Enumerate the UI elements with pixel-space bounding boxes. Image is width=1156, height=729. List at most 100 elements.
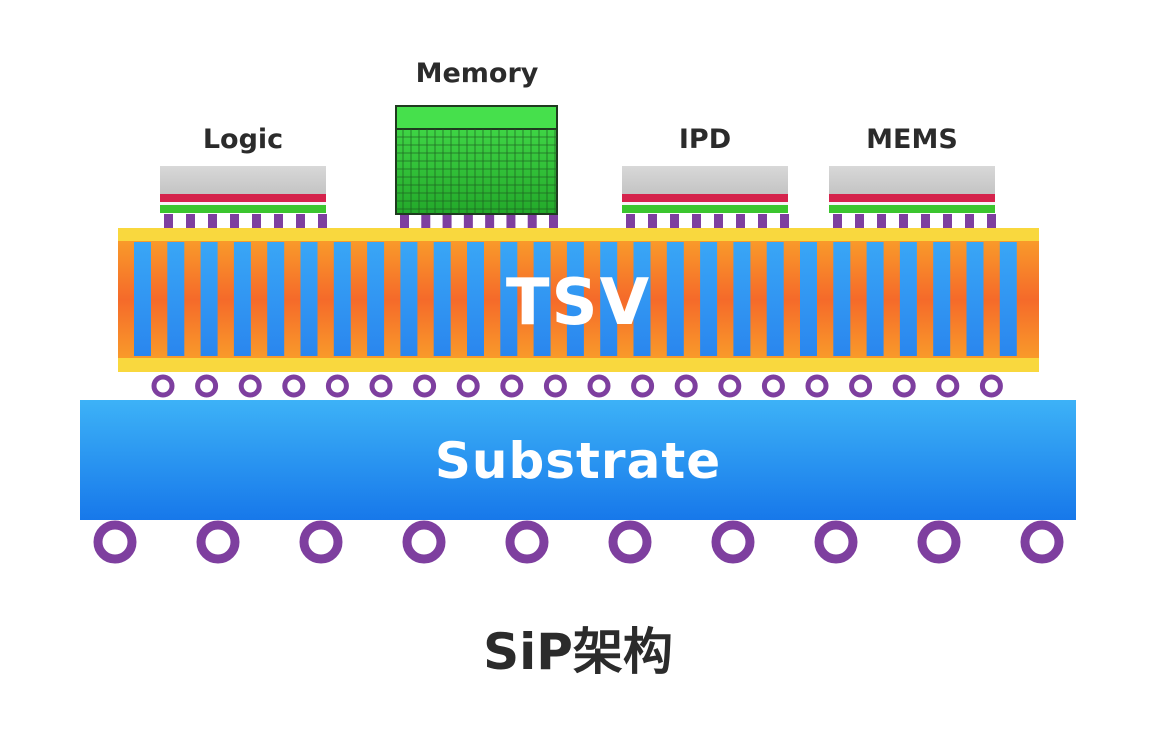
interposer-bumps	[151, 374, 1003, 398]
micro-bump	[463, 214, 473, 228]
interposer-bump	[631, 374, 655, 398]
interposer-bump	[587, 374, 611, 398]
interposer-bump	[892, 374, 916, 398]
interposer-bump	[151, 374, 175, 398]
tsv-via	[566, 242, 584, 356]
micro-bump	[943, 214, 952, 228]
tsv-vias	[134, 242, 1017, 356]
mems-chip	[829, 166, 995, 213]
tsv-interposer	[118, 228, 1039, 372]
micro-bump	[833, 214, 842, 228]
tsv-via	[600, 242, 618, 356]
micro-bump	[714, 214, 723, 228]
micro-bump	[670, 214, 679, 228]
substrate-label: Substrate	[434, 432, 722, 490]
micro-bump	[626, 214, 635, 228]
micro-bump	[186, 214, 195, 228]
interposer-bump	[849, 374, 873, 398]
micro-bump	[736, 214, 745, 228]
micro-bump	[400, 214, 409, 228]
substrate-block	[80, 400, 1076, 520]
bga-ball	[608, 520, 652, 564]
micro-bump	[987, 214, 996, 228]
tsv-via	[134, 242, 151, 356]
interposer-bump	[500, 374, 524, 398]
interposer-bump	[718, 374, 742, 398]
micro-bumps	[164, 214, 996, 228]
micro-bump	[549, 214, 558, 228]
micro-bump	[442, 214, 452, 228]
tsv-via	[167, 242, 185, 356]
bga-ball	[505, 520, 549, 564]
mems-label: MEMS	[866, 124, 958, 155]
bga-ball	[196, 520, 240, 564]
interposer-bump	[674, 374, 698, 398]
tsv-via	[367, 242, 385, 356]
tsv-via	[999, 242, 1017, 356]
bga-ball	[402, 520, 446, 564]
bga-ball	[93, 520, 137, 564]
interposer-bump	[805, 374, 829, 398]
tsv-via	[766, 242, 784, 356]
micro-bump	[692, 214, 701, 228]
tsv-via	[333, 242, 351, 356]
micro-bump	[421, 214, 431, 228]
bga-ball	[1020, 520, 1064, 564]
bga-ball	[711, 520, 755, 564]
interposer-bump	[761, 374, 785, 398]
tsv-via	[467, 242, 484, 356]
interposer-bump	[456, 374, 480, 398]
bga-balls	[93, 520, 1064, 564]
bga-ball	[299, 520, 343, 564]
interposer-bump	[195, 374, 219, 398]
ipd-chip	[622, 166, 788, 213]
interposer-bump	[413, 374, 437, 398]
tsv-via	[267, 242, 285, 356]
micro-bump	[506, 214, 516, 228]
micro-bump	[274, 214, 283, 228]
tsv-via	[233, 242, 251, 356]
diagram-caption: SiP架构	[483, 623, 673, 681]
memory-label: Memory	[415, 58, 539, 89]
memory-chip	[395, 105, 558, 215]
tsv-via	[966, 242, 984, 356]
micro-bump	[164, 214, 173, 228]
micro-bump	[252, 214, 261, 228]
tsv-via	[833, 242, 851, 356]
micro-bump	[318, 214, 327, 228]
micro-bump	[527, 214, 537, 228]
micro-bump	[899, 214, 908, 228]
micro-bump	[208, 214, 217, 228]
interposer-bump	[543, 374, 567, 398]
tsv-via	[300, 242, 318, 356]
bga-ball	[917, 520, 961, 564]
micro-bump	[780, 214, 789, 228]
interposer-bump	[936, 374, 960, 398]
tsv-via	[899, 242, 917, 356]
interposer-bump	[325, 374, 349, 398]
tsv-via	[933, 242, 951, 356]
tsv-via	[433, 242, 451, 356]
micro-bump	[648, 214, 657, 228]
interposer-bump	[238, 374, 262, 398]
tsv-via	[866, 242, 884, 356]
logic-chip	[160, 166, 326, 213]
tsv-via	[633, 242, 651, 356]
micro-bump	[296, 214, 305, 228]
interposer-bump	[369, 374, 393, 398]
micro-bump	[855, 214, 864, 228]
tsv-via	[500, 242, 518, 356]
micro-bump	[877, 214, 886, 228]
tsv-via	[700, 242, 718, 356]
ipd-label: IPD	[678, 124, 732, 155]
logic-label: Logic	[202, 124, 284, 155]
tsv-label: TSV	[505, 266, 652, 340]
micro-bump	[758, 214, 767, 228]
tsv-via	[666, 242, 684, 356]
micro-bump	[230, 214, 239, 228]
tsv-via	[800, 242, 817, 356]
tsv-via	[200, 242, 218, 356]
micro-bump	[965, 214, 974, 228]
tsv-via	[733, 242, 751, 356]
